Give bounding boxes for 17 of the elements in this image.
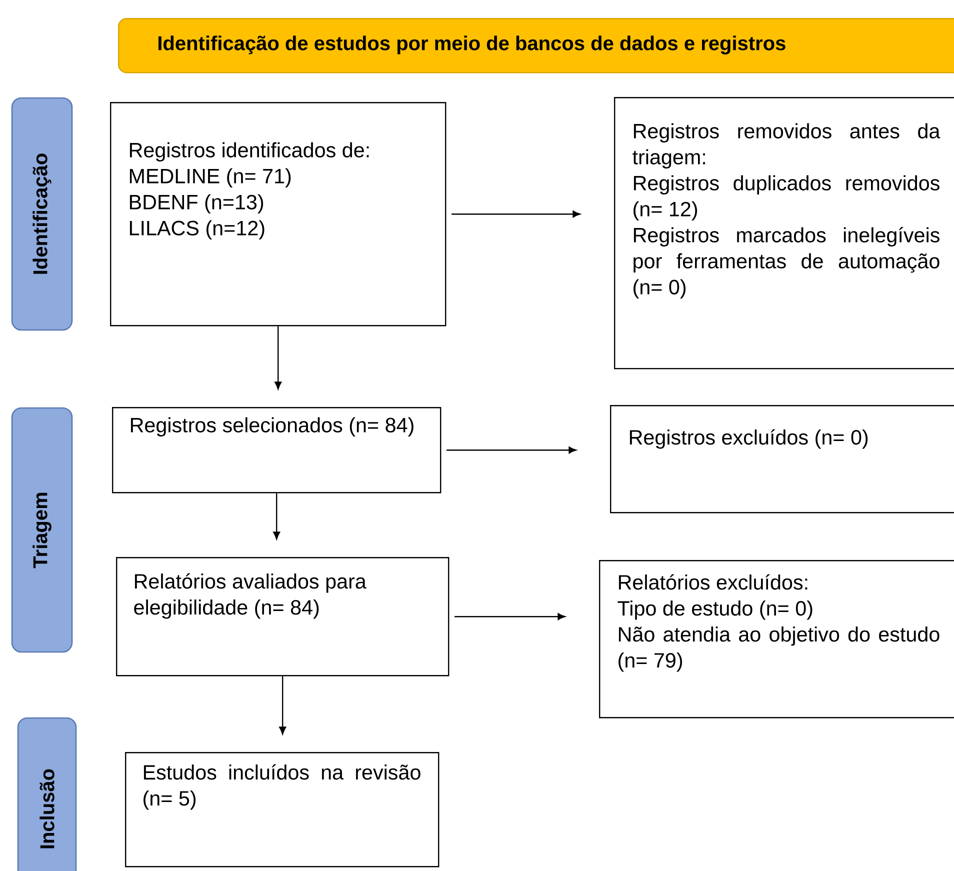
process-box: Registros excluídos (n= 0) <box>610 405 954 514</box>
arrow <box>454 613 566 620</box>
process-box: Registros removidos antes da triagem: Registros duplicados removidos (n= 12) Registros marcados inelegíveis por ferramentas de automação (n= 0) <box>614 97 954 370</box>
arrow <box>273 493 280 540</box>
process-box: Relatórios avaliados para elegibilidade (n= 84) <box>116 557 450 676</box>
stage-band: Identificação <box>11 97 73 331</box>
arrow <box>274 326 282 390</box>
arrow <box>279 676 286 734</box>
stage-band: Triagem <box>11 407 73 653</box>
heading-banner: Identificação de estudos por meio de bancos de dados e registros <box>118 18 954 74</box>
process-box: Registros identificados de: MEDLINE (n= 71) BDENF (n=13) LILACS (n=12) <box>110 102 446 326</box>
process-box: Relatórios excluídos: Tipo de estudo (n= 0) Não atendia ao objetivo do estudo (n= 79) <box>599 560 954 718</box>
process-box: Estudos incluídos na revisão (n= 5) <box>125 752 440 868</box>
arrow <box>446 446 576 454</box>
stage-band: Inclusão <box>17 717 77 871</box>
arrow <box>452 210 580 218</box>
process-box: Registros selecionados (n= 84) <box>112 407 442 494</box>
